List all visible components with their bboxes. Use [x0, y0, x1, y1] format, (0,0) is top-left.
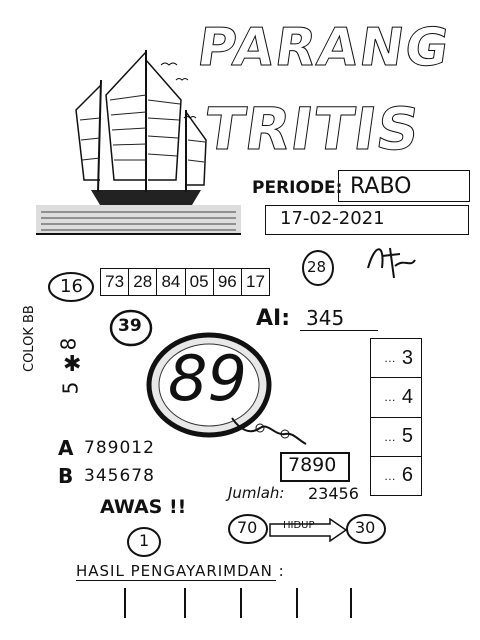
hidup-arrow [269, 518, 348, 542]
hidup-left-ring [228, 514, 268, 544]
line-a-value: 789012 [84, 438, 155, 458]
result-slot [184, 588, 186, 618]
hasil-underline [76, 580, 276, 581]
result-slot [124, 588, 126, 618]
hidup-right-ring [346, 514, 386, 544]
ship-illustration [36, 50, 241, 235]
awas-circle-number: 1 [139, 531, 150, 550]
ai-label: AI: [256, 306, 291, 331]
line-b-label: B [58, 464, 74, 488]
box-7890 [280, 452, 350, 482]
right-box-cell: …5 [371, 418, 421, 457]
big-circle-ring [146, 332, 272, 438]
hidup-left-number: 70 [237, 518, 258, 537]
periode-day-box [338, 170, 470, 202]
circled-28: 28 [307, 258, 327, 276]
result-slot [240, 588, 242, 618]
ai-value: 345 [306, 306, 345, 330]
circle-16-ring [48, 272, 94, 302]
periode-day: RABO [350, 174, 412, 199]
result-slot [350, 588, 352, 618]
big-circle-number: 89 [168, 342, 247, 415]
title-line2: TRITIS [200, 95, 425, 164]
periode-date: 17-02-2021 [280, 208, 385, 229]
awas-circle-ring [127, 527, 161, 557]
jumlah-label: Jumlah: [228, 484, 285, 502]
right-box-cell: …4 [371, 378, 421, 418]
line-a-label: A [58, 436, 74, 460]
ai-underline [300, 330, 378, 331]
hidup-label: HIDUP [283, 520, 315, 531]
number-cell: 84 [157, 269, 186, 295]
right-box-cell: …3 [371, 339, 421, 379]
signature [367, 247, 416, 279]
jumlah-value: 23456 [308, 484, 359, 503]
number-cell: 17 [245, 272, 265, 291]
box-7890-value: 7890 [288, 454, 337, 476]
right-box-column: …3 …4 …5 …6 [370, 338, 422, 496]
hasil-label: HASIL PENGAYARIMDAN : [76, 562, 285, 580]
awas-label: AWAS !! [100, 496, 187, 518]
line-b-value: 345678 [84, 466, 155, 486]
colok-value-1: 8 [56, 337, 81, 351]
result-slot [296, 588, 298, 618]
circle-28-ring [302, 250, 334, 286]
number-row: 73 28 84 05 96 17 [100, 268, 270, 296]
chain-connector [231, 417, 307, 445]
colok-bebas-label: COLOK BB [22, 305, 37, 372]
circle-39-ring [109, 309, 153, 347]
hidup-right-number: 30 [355, 518, 376, 537]
number-cell: 96 [214, 269, 242, 295]
colok-value-2: 5 [58, 381, 83, 395]
periode-label: PERIODE: [252, 178, 343, 198]
title-line1: PARANG [193, 18, 455, 79]
number-cell: 73 [101, 269, 130, 295]
circled-39: 39 [118, 316, 142, 336]
right-box-cell: …6 [383, 464, 413, 487]
number-cell: 05 [186, 269, 214, 295]
number-cell: 28 [129, 269, 158, 295]
circled-16: 16 [60, 276, 83, 297]
periode-date-box [265, 205, 469, 235]
colok-star: ✱ [63, 352, 82, 377]
